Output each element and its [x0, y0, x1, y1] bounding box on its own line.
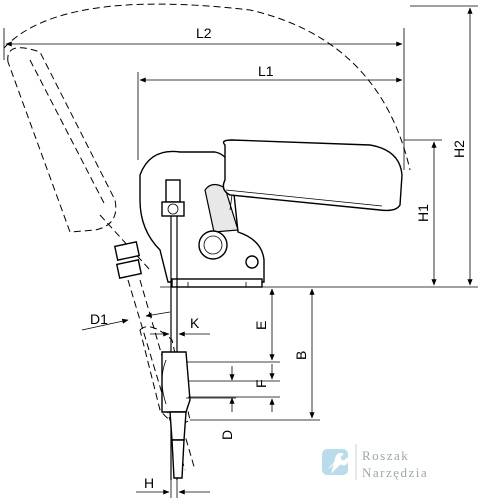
label-b: B	[293, 351, 309, 360]
brand-watermark: Roszak Narzędzia	[322, 444, 428, 480]
dimension-h1: H1	[404, 139, 442, 286]
label-h2: H2	[451, 140, 467, 158]
dimension-l1: L1	[137, 63, 403, 160]
label-l2: L2	[196, 25, 212, 41]
label-e: E	[253, 321, 269, 330]
dimension-f: F	[188, 364, 280, 412]
dimension-d1: D1	[81, 311, 171, 331]
dimension-e: E	[186, 288, 280, 363]
dimension-h: H	[136, 475, 210, 498]
label-h: H	[144, 475, 154, 491]
label-h1: H1	[415, 204, 431, 222]
brand-line-1: Roszak	[362, 448, 409, 463]
open-position-spindle	[113, 241, 196, 471]
brand-line-2: Narzędzia	[362, 465, 428, 480]
label-l1: L1	[258, 63, 274, 79]
open-position-lever	[7, 47, 151, 271]
label-d1: D1	[90, 311, 108, 327]
label-f: F	[253, 379, 269, 388]
dimension-k: K	[150, 315, 210, 337]
spindle	[161, 179, 191, 480]
label-k: K	[190, 315, 200, 331]
dimension-h2: H2	[410, 5, 478, 286]
dimension-l2: L2	[3, 25, 405, 170]
swing-arc	[3, 3, 411, 171]
label-d: D	[219, 430, 235, 440]
handle	[222, 139, 403, 212]
dimension-b: B	[190, 288, 320, 421]
dimension-d: D	[186, 366, 236, 440]
